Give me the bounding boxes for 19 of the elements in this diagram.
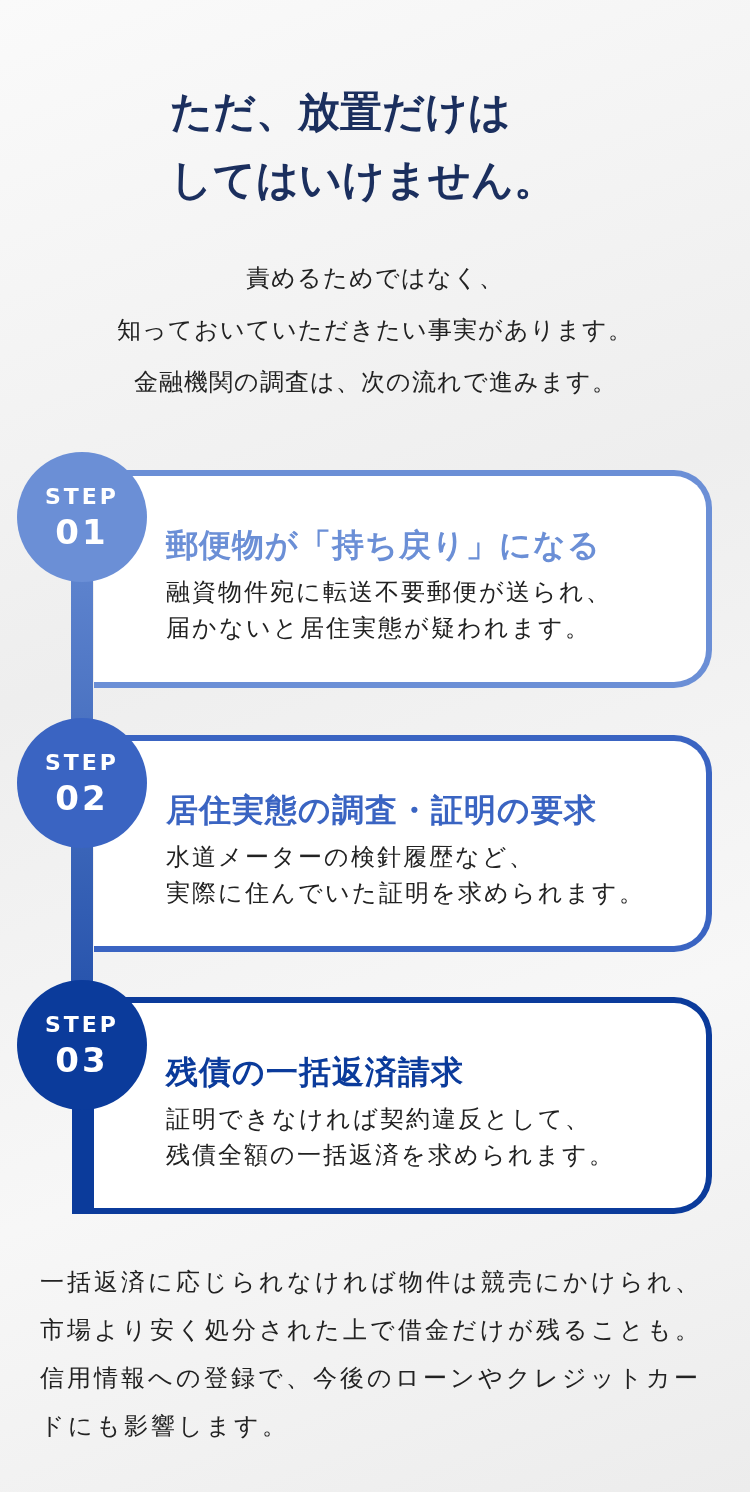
step-label: STEP <box>45 484 119 510</box>
step-number: 02 <box>55 778 109 818</box>
step-number: 01 <box>55 512 109 552</box>
step-label: STEP <box>45 1012 119 1038</box>
step-label: STEP <box>45 750 119 776</box>
closing-paragraph: 一括返済に応じられなければ物件は競売にかけられ、市場より安く処分された上で借金だけが残ることも。信用情報への登録で、今後のローンやクレジットカードにも影響します。 <box>40 1267 703 1442</box>
step-heading: 残債の一括返済請求 <box>166 1052 464 1093</box>
step-heading: 郵便物が「持ち戻り」になる <box>166 525 601 566</box>
step-number: 03 <box>55 1040 109 1080</box>
step-description: 融資物件宛に転送不要郵便が送られ、届かないと居住実態が疑われます。 <box>166 577 613 644</box>
step-description: 証明できなければ契約違反として、残債全額の一括返済を求められます。 <box>166 1104 616 1171</box>
intro-text: 知っておいていただきたい事実があります。 <box>116 315 634 346</box>
step-heading: 居住実態の調査・証明の要求 <box>166 790 597 831</box>
timeline-connector <box>71 846 93 982</box>
timeline-connector <box>71 580 93 720</box>
intro-text: 金融機関の調査は、次の流れで進みます。 <box>132 367 618 398</box>
intro-text: 責めるためではなく、 <box>245 263 505 294</box>
step-description: 水道メーターの検針履歴など、実際に住んでいた証明を求められます。 <box>166 842 646 909</box>
title: ただ、放置だけはしてはいけません。 <box>170 86 557 206</box>
